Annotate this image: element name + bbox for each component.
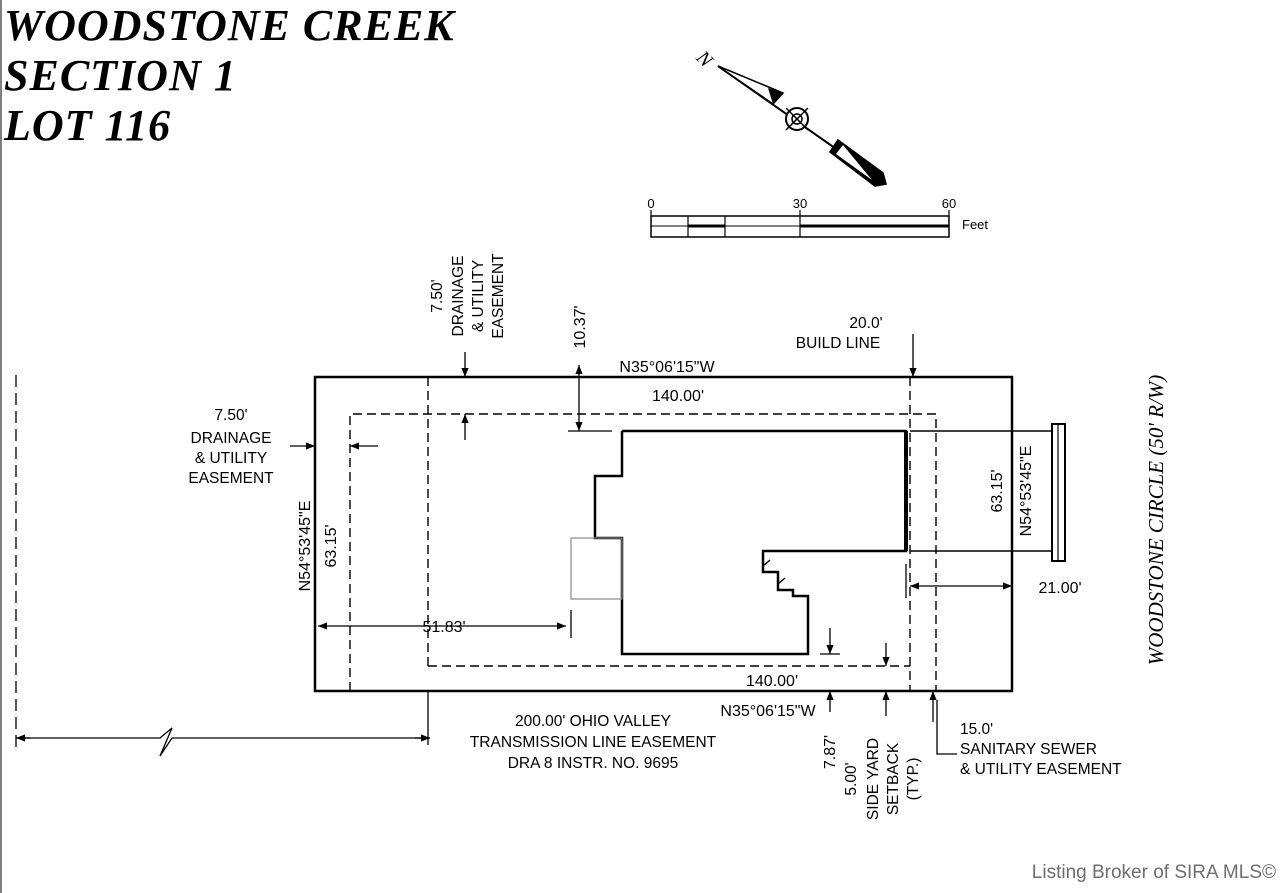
patio [570, 537, 623, 600]
svg-text:EASEMENT: EASEMENT [188, 470, 274, 487]
distance-right: 63.15' [989, 469, 1006, 512]
distance-bottom: 140.00' [746, 673, 798, 690]
north-label: N [691, 46, 718, 73]
bearing-top: N35°06'15"W [619, 359, 715, 376]
svg-text:BUILD LINE: BUILD LINE [796, 335, 880, 352]
label-left-easement: 7.50' DRAINAGE & UTILITY EASEMENT [188, 407, 274, 487]
label-top-easement: 7.50' DRAINAGE & UTILITY EASEMENT [429, 253, 507, 339]
svg-text:TRANSMISSION LINE EASEMENT: TRANSMISSION LINE EASEMENT [470, 734, 717, 751]
bearing-bottom: N35°06'15"W [720, 703, 816, 720]
scale-tick-30: 30 [793, 196, 807, 211]
svg-text:200.00' OHIO VALLEY: 200.00' OHIO VALLEY [515, 713, 671, 730]
distance-left: 63.15' [323, 524, 340, 567]
wall-tick-1 [762, 559, 771, 567]
scale-unit: Feet [962, 217, 988, 232]
house-footprint [593, 429, 908, 656]
transmission-easement-line [15, 375, 430, 757]
driveway [910, 423, 1066, 562]
scale-bar: 0 30 60 Feet [647, 196, 988, 238]
svg-text:(TYP.): (TYP.) [905, 758, 922, 801]
svg-text:DRAINAGE: DRAINAGE [450, 256, 467, 337]
svg-text:20.0': 20.0' [849, 315, 882, 332]
scale-tick-60: 60 [942, 196, 956, 211]
svg-text:DRA 8 INSTR. NO. 9695: DRA 8 INSTR. NO. 9695 [508, 755, 679, 772]
label-sanitary-sewer: 15.0' SANITARY SEWER & UTILITY EASEMENT [960, 721, 1122, 778]
bearing-left: N54°53'45"E [297, 501, 314, 592]
svg-text:7.50': 7.50' [214, 407, 247, 424]
svg-text:& UTILITY: & UTILITY [470, 260, 487, 332]
svg-text:15.0': 15.0' [960, 721, 993, 738]
title-lot: LOT 116 [3, 101, 171, 150]
dim-house-front-offset: 10.37' [572, 305, 589, 348]
svg-text:5.00': 5.00' [843, 762, 860, 795]
setback-lines [349, 377, 937, 691]
watermark: Listing Broker of SIRA MLS© [1032, 862, 1276, 883]
label-transmission-easement: 200.00' OHIO VALLEY TRANSMISSION LINE EA… [470, 713, 717, 772]
svg-text:EASEMENT: EASEMENT [490, 253, 507, 339]
title-section: SECTION 1 [4, 51, 237, 100]
svg-text:SANITARY SEWER: SANITARY SEWER [960, 741, 1097, 758]
label-build-line: 20.0' BUILD LINE [796, 315, 883, 352]
dimension-arrows [290, 334, 1012, 755]
label-side-yard-setback: 5.00' SIDE YARD SETBACK (TYP.) [843, 738, 922, 820]
wall-tick-2 [777, 577, 786, 585]
dim-house-bottom-offset: 7.87' [822, 735, 839, 769]
road-name: WOODSTONE CIRCLE (50' R/W) [1144, 375, 1168, 666]
dim-house-left-offset: 51.83' [422, 619, 465, 636]
svg-text:DRAINAGE: DRAINAGE [191, 430, 272, 447]
distance-top: 140.00' [652, 388, 704, 405]
svg-text:SETBACK: SETBACK [885, 742, 902, 815]
svg-text:7.50': 7.50' [429, 279, 446, 312]
svg-text:& UTILITY EASEMENT: & UTILITY EASEMENT [960, 761, 1122, 778]
lot-boundary [313, 375, 1014, 693]
svg-text:& UTILITY: & UTILITY [195, 450, 267, 467]
dim-house-right-offset: 21.00' [1038, 580, 1081, 597]
scale-tick-0: 0 [647, 196, 654, 211]
svg-text:SIDE YARD: SIDE YARD [865, 738, 882, 820]
north-arrow-icon: N [691, 46, 888, 187]
title-subdivision: WOODSTONE CREEK [4, 1, 456, 50]
bearing-right: N54°53'45"E [1018, 446, 1035, 537]
